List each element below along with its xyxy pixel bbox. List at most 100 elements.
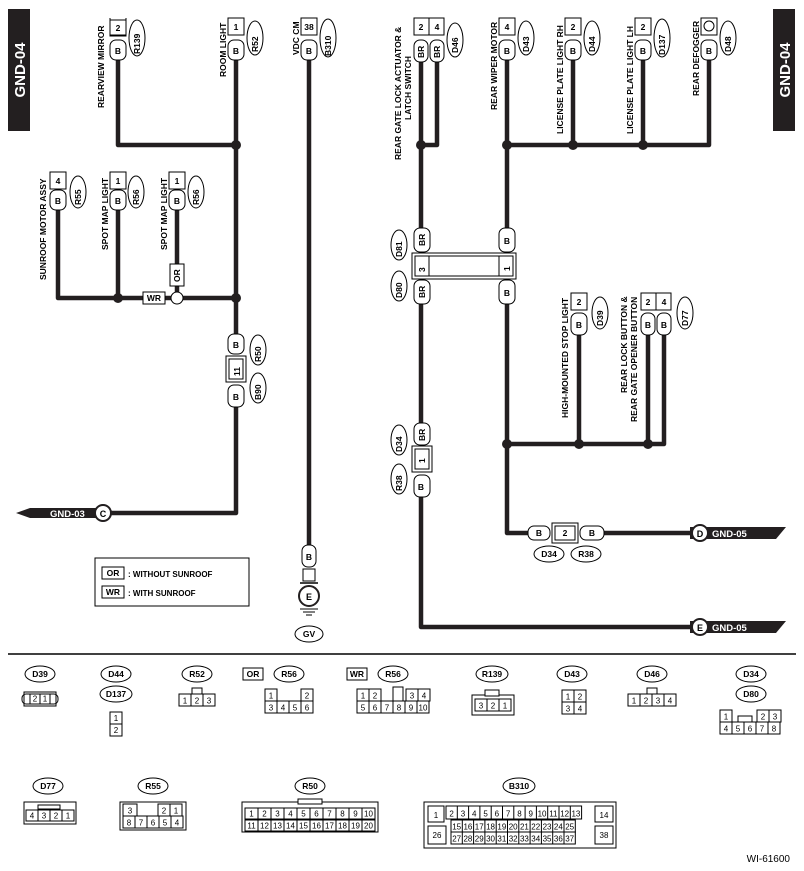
pin-number: 6 bbox=[495, 810, 500, 819]
pin-number: 12 bbox=[260, 822, 269, 831]
svg-text:R50: R50 bbox=[253, 346, 263, 362]
svg-text:REAR DEFOGGER: REAR DEFOGGER bbox=[691, 21, 701, 96]
gnd-05-e-reference: E GND-05 bbox=[691, 618, 748, 636]
connector-name: R55 bbox=[145, 781, 161, 791]
pin-number: 3 bbox=[461, 810, 466, 819]
svg-text:4: 4 bbox=[662, 297, 667, 307]
pin-number: 5 bbox=[361, 704, 366, 713]
svg-text:D39: D39 bbox=[595, 310, 605, 326]
svg-text:B: B bbox=[418, 482, 424, 492]
connector-latch bbox=[646, 687, 658, 695]
svg-text:1: 1 bbox=[175, 176, 180, 186]
svg-text:4: 4 bbox=[435, 22, 440, 32]
pin-number: 5 bbox=[483, 810, 488, 819]
pin-number: 20 bbox=[509, 823, 518, 832]
svg-text:LICENSE PLATE LIGHT LH: LICENSE PLATE LIGHT LH bbox=[625, 26, 635, 134]
pin-number: 4 bbox=[578, 705, 583, 714]
pin-number: 35 bbox=[543, 835, 552, 844]
svg-text:B: B bbox=[576, 320, 582, 330]
connector-name-oval bbox=[294, 777, 326, 795]
pin-number: 3 bbox=[269, 704, 274, 713]
pin-number: 3 bbox=[207, 697, 212, 706]
connector-name-oval bbox=[377, 665, 409, 683]
pin-number: 10 bbox=[419, 704, 428, 713]
pin-number: 1 bbox=[249, 810, 254, 819]
connector-name: D137 bbox=[106, 689, 127, 699]
connector-name-oval bbox=[137, 777, 169, 795]
pin-number: 24 bbox=[554, 823, 563, 832]
connector-name-oval bbox=[32, 777, 64, 795]
svg-text:R56: R56 bbox=[131, 189, 141, 205]
pin-number: 34 bbox=[531, 835, 540, 844]
svg-text:SUNROOF MOTOR ASSY: SUNROOF MOTOR ASSY bbox=[38, 178, 48, 280]
svg-text:B: B bbox=[115, 196, 121, 206]
svg-text:BR: BR bbox=[417, 429, 427, 441]
pin-number: 5 bbox=[163, 819, 168, 828]
junction-dots bbox=[113, 140, 653, 449]
svg-text:E: E bbox=[306, 592, 312, 602]
pin-number: 2 bbox=[761, 713, 766, 722]
pin-number: 16 bbox=[463, 823, 472, 832]
pin-number: 29 bbox=[475, 835, 484, 844]
pin-number: 3 bbox=[275, 810, 280, 819]
pin-number: 2 bbox=[262, 810, 267, 819]
svg-text:REAR GATE OPENER BUTTON: REAR GATE OPENER BUTTON bbox=[629, 297, 639, 422]
option-code: OR bbox=[247, 669, 260, 679]
connector-name-oval bbox=[556, 665, 588, 683]
pin-number: 31 bbox=[497, 835, 506, 844]
svg-text:2: 2 bbox=[641, 22, 646, 32]
svg-text:WR: WR bbox=[106, 587, 120, 597]
svg-text:B: B bbox=[174, 196, 180, 206]
svg-text:D81: D81 bbox=[394, 241, 404, 257]
pin-number: 26 bbox=[433, 831, 442, 840]
svg-text:: WITHOUT SUNROOF: : WITHOUT SUNROOF bbox=[128, 570, 213, 579]
connector-latch bbox=[484, 689, 500, 697]
svg-text:OR: OR bbox=[172, 269, 182, 282]
option-code-box bbox=[242, 667, 264, 681]
connector-r50-b90: B 11 B R50 B90 bbox=[225, 333, 267, 408]
pin-number: 13 bbox=[571, 810, 580, 819]
svg-text:ROOM LIGHT: ROOM LIGHT bbox=[218, 22, 228, 77]
connector-d34-r38-horizontal: B 2 B D34 R38 bbox=[527, 522, 605, 563]
option-code: WR bbox=[350, 669, 364, 679]
connector-name-oval bbox=[475, 665, 509, 683]
svg-text:D43: D43 bbox=[521, 36, 531, 52]
svg-text:B: B bbox=[536, 528, 542, 538]
pin-number: 1 bbox=[434, 811, 439, 820]
svg-text:11: 11 bbox=[232, 367, 242, 376]
pin-number: 7 bbox=[327, 810, 332, 819]
pin-number: 15 bbox=[299, 822, 308, 831]
svg-text:B: B bbox=[504, 46, 510, 56]
connector-name: D80 bbox=[743, 689, 759, 699]
svg-text:REAR LOCK BUTTON &: REAR LOCK BUTTON & bbox=[619, 296, 629, 393]
pin-number: 1 bbox=[566, 693, 571, 702]
svg-text:WR: WR bbox=[147, 293, 161, 303]
connector-name-oval bbox=[735, 685, 767, 703]
ground-point-e: B E GV bbox=[294, 544, 324, 643]
svg-text:SPOT MAP LIGHT: SPOT MAP LIGHT bbox=[100, 177, 110, 250]
pin-number: 37 bbox=[565, 835, 574, 844]
svg-text:BR: BR bbox=[417, 234, 427, 246]
svg-text:2: 2 bbox=[419, 22, 424, 32]
component-rear-defogger: B REAR DEFOGGER D48 bbox=[691, 17, 737, 96]
svg-text:D77: D77 bbox=[680, 310, 690, 326]
component-spot-map-light-1: 1 B SPOT MAP LIGHT R56 bbox=[100, 171, 145, 250]
connector-name-oval bbox=[735, 665, 767, 683]
pin-number: 11 bbox=[549, 810, 558, 819]
pin-number: 22 bbox=[531, 823, 540, 832]
wr-tag: WR bbox=[142, 291, 166, 305]
svg-text:38: 38 bbox=[304, 22, 314, 32]
svg-text:E: E bbox=[697, 623, 703, 633]
svg-text:B: B bbox=[504, 236, 510, 246]
pin-number: 38 bbox=[600, 831, 609, 840]
pin-number: 6 bbox=[748, 725, 753, 734]
pin-number: 33 bbox=[520, 835, 529, 844]
pin-number: 3 bbox=[656, 697, 661, 706]
connector-name: R50 bbox=[302, 781, 318, 791]
pin-number: 13 bbox=[273, 822, 282, 831]
svg-text:B: B bbox=[306, 46, 312, 56]
connector-name-oval bbox=[181, 665, 213, 683]
svg-text:BR: BR bbox=[416, 46, 426, 58]
pin-number: 19 bbox=[351, 822, 360, 831]
pin-number: 8 bbox=[127, 819, 132, 828]
